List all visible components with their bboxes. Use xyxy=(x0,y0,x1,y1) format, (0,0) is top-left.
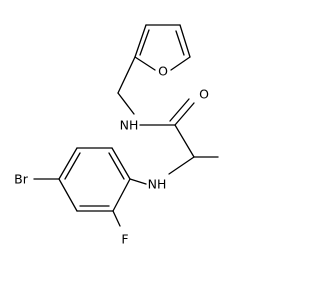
furan-ring xyxy=(134,24,191,71)
bond-alpha-nh xyxy=(168,156,195,175)
bond-furan-c2-c3-inner xyxy=(139,29,150,56)
bond-ring-c4-c5 xyxy=(58,147,78,180)
bond-ring-c4-c5-inner xyxy=(64,152,81,180)
bond-carbonyl-alpha xyxy=(174,124,195,158)
bond-ring-c6-c1-inner xyxy=(108,152,125,180)
atom-oxygen-carbonyl: O xyxy=(199,87,209,102)
bond-carbonyl-double-inner xyxy=(169,98,190,122)
bond-ring-c3-c4 xyxy=(58,178,78,212)
bond-nh-ring xyxy=(129,178,147,185)
bond-c2-ch2 xyxy=(117,56,136,94)
bond-ring-c1-c2 xyxy=(112,178,131,212)
atom-oxygen-furan: O xyxy=(158,64,168,79)
atom-fluorine: F xyxy=(121,232,128,247)
substituents xyxy=(33,178,121,227)
bond-furan-c4-c5-inner xyxy=(175,30,185,56)
linker-chain xyxy=(117,56,219,185)
benzene-ring xyxy=(58,147,131,212)
chemical-structure-diagram: O O NH NH Br F xyxy=(14,24,219,247)
bond-furan-o-c2 xyxy=(134,56,156,71)
bond-carbonyl-double-outer xyxy=(174,102,195,126)
bond-ring-fluorine xyxy=(112,210,121,227)
atom-labels: O O NH NH Br F xyxy=(14,64,209,247)
bond-furan-c4-c5 xyxy=(179,24,191,58)
atom-bromine: Br xyxy=(14,172,29,187)
bond-furan-c5-o xyxy=(170,56,191,71)
atom-amide-nh: NH xyxy=(120,118,139,133)
bond-ch2-nh xyxy=(117,92,135,115)
bond-ring-c6-c1 xyxy=(111,147,131,180)
bond-furan-c2-c3 xyxy=(134,24,147,58)
atom-amine-nh: NH xyxy=(148,177,167,192)
